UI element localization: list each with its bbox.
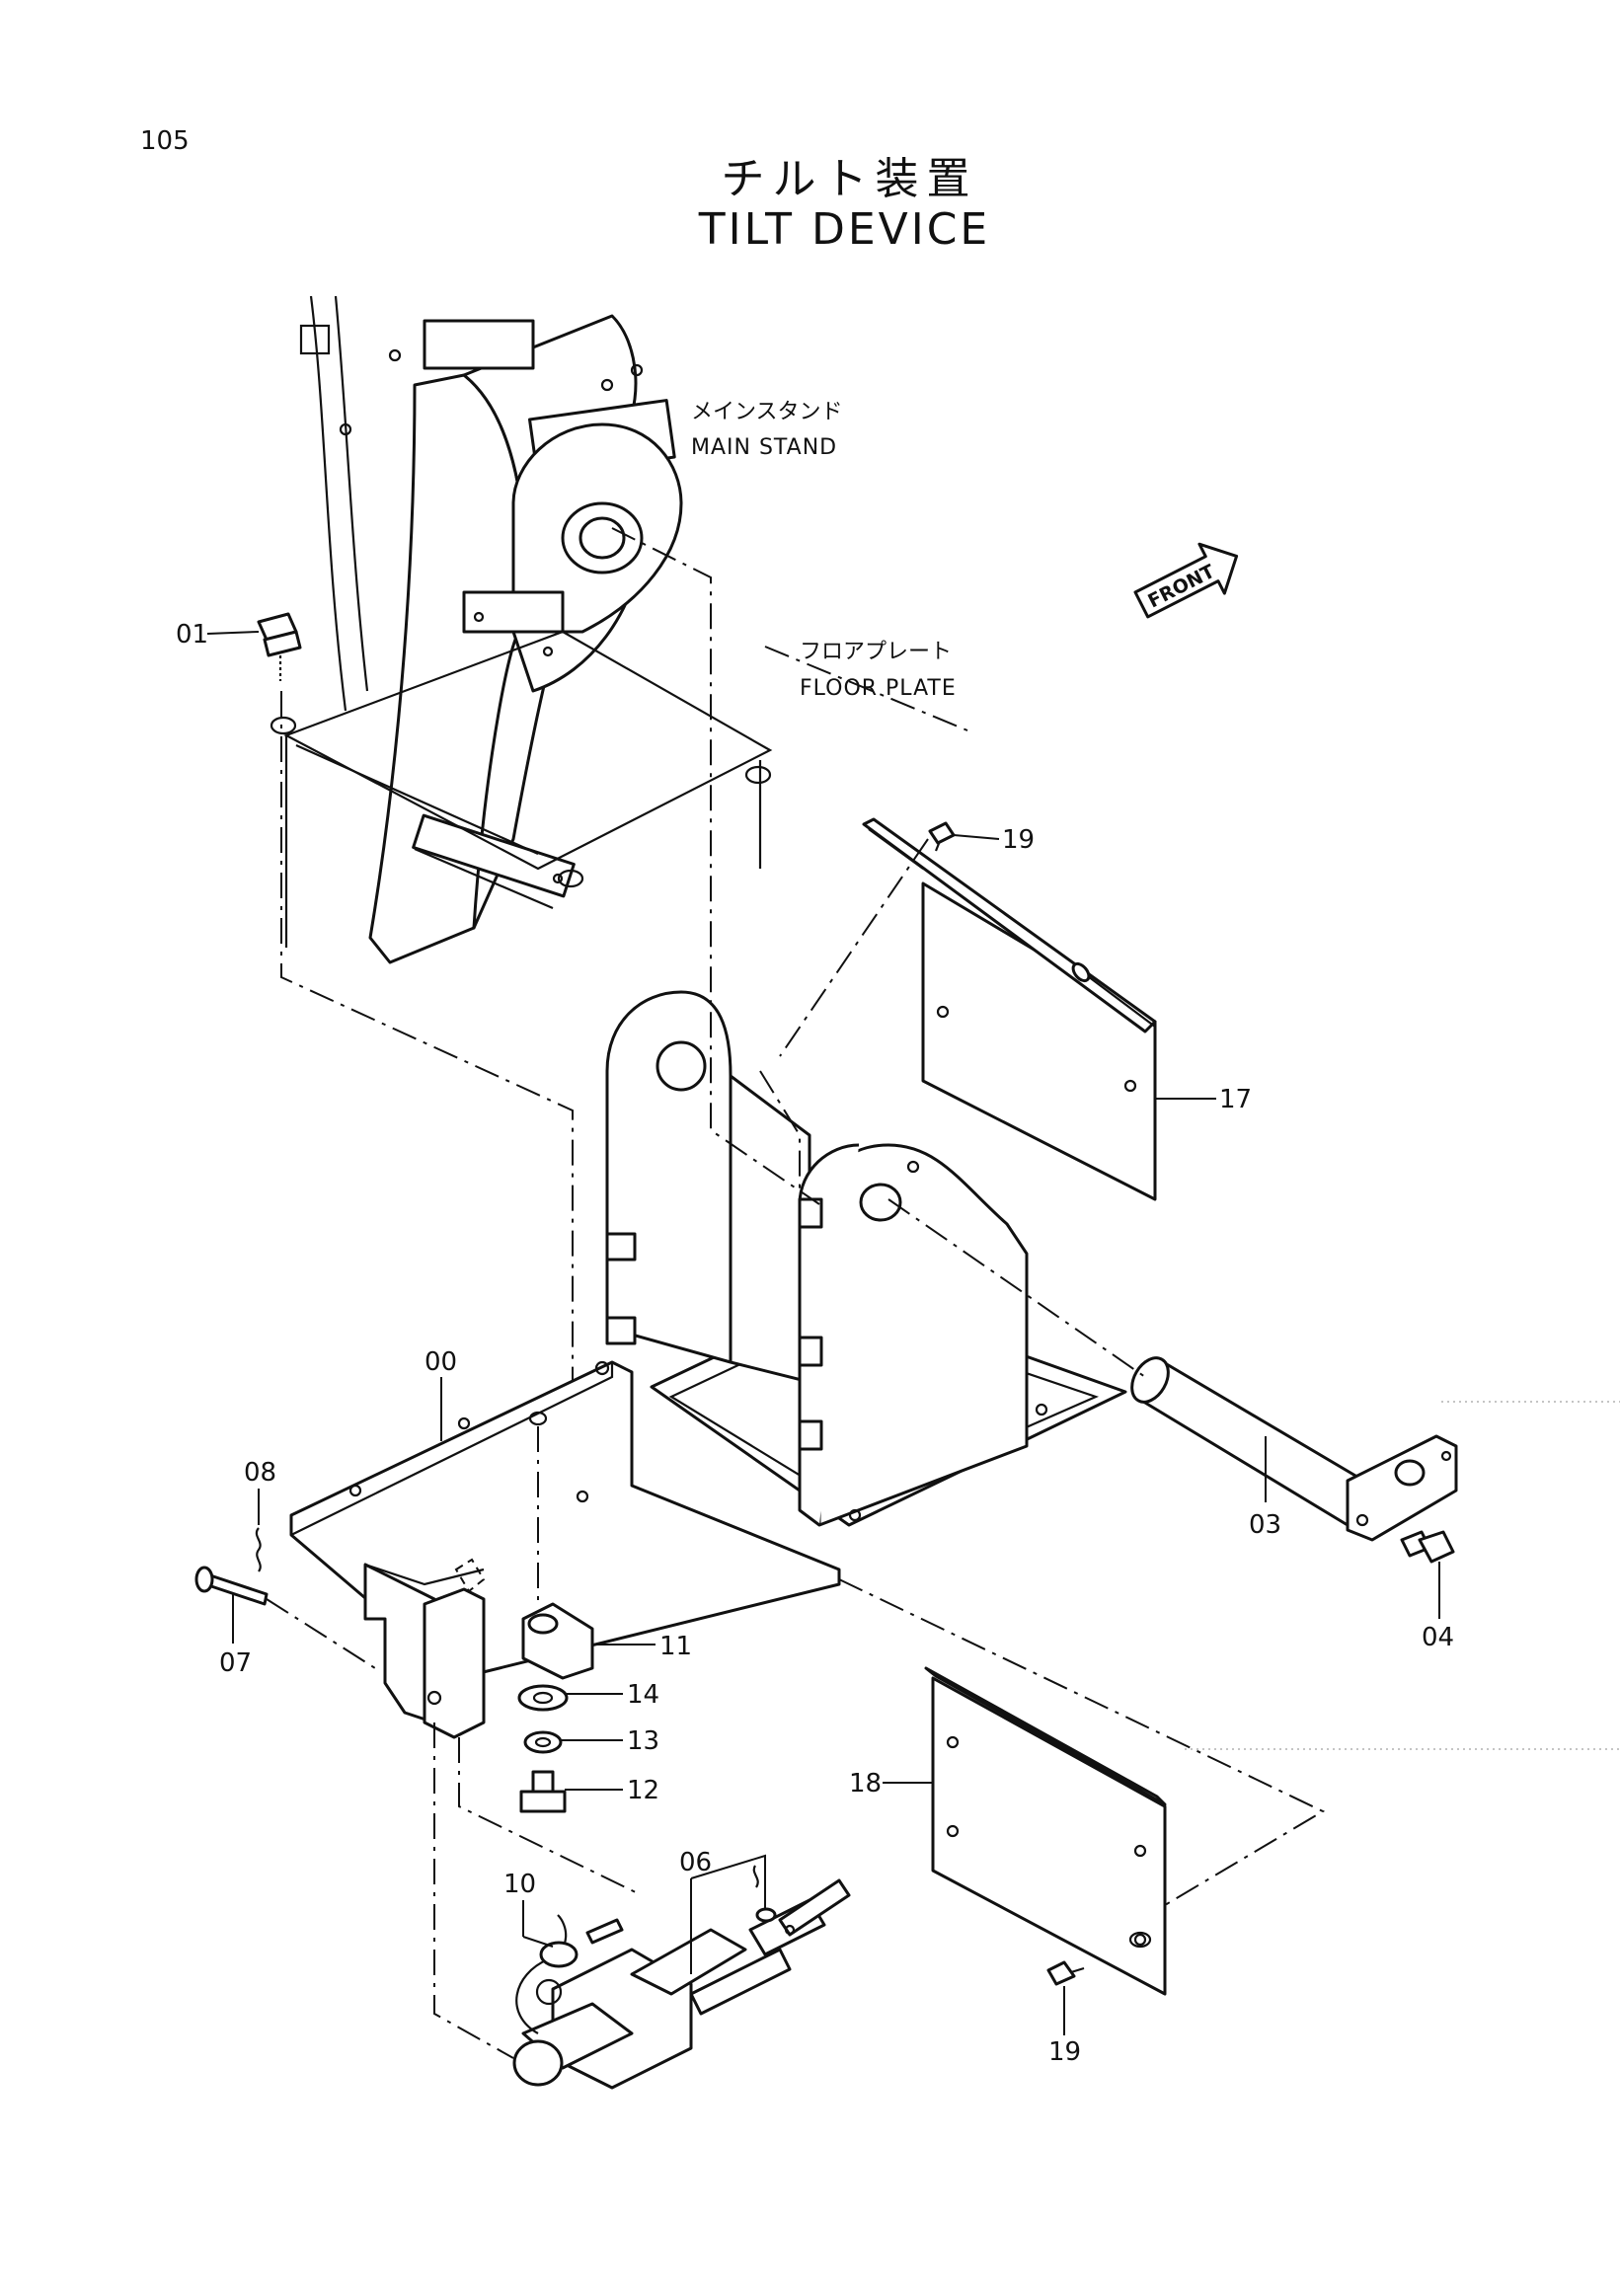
callout-18: 18 [849, 1769, 933, 1799]
callout-label: 14 [627, 1680, 659, 1710]
callout-06: 06 [679, 1848, 766, 1974]
callout-label: 03 [1249, 1510, 1281, 1540]
actuator-06 [512, 1878, 851, 2090]
page-number: 105 [140, 126, 190, 156]
floor-plate-label-en: FLOOR PLATE [800, 676, 957, 701]
callout-12: 12 [565, 1776, 659, 1805]
callout-07: 07 [219, 1594, 252, 1678]
washer-13 [523, 1730, 563, 1754]
floor-plate [270, 630, 773, 948]
callout-label: 17 [1219, 1085, 1252, 1114]
callout-11: 11 [592, 1632, 692, 1661]
front-arrow: FRONT [1133, 542, 1239, 619]
cable-10 [515, 1914, 624, 2034]
callout-19-top: 19 [953, 825, 1035, 855]
clip-08 [255, 1527, 262, 1572]
callout-04: 04 [1422, 1562, 1454, 1652]
bolt-04 [1400, 1530, 1455, 1564]
bolt-01 [257, 612, 302, 681]
bolt-12 [519, 1770, 567, 1813]
callout-label: 19 [1002, 825, 1035, 855]
title-english: TILT DEVICE [698, 204, 991, 255]
cover-18 [924, 1666, 1167, 1996]
callout-14: 14 [567, 1680, 659, 1710]
floor-plate-label-jp: フロアプレート [800, 640, 952, 664]
assembly-center-lines [266, 527, 1326, 2059]
cover-17 [862, 817, 1157, 1201]
screw-19-bottom [1046, 1960, 1085, 1986]
callout-label: 18 [849, 1769, 882, 1799]
callout-03: 03 [1249, 1436, 1281, 1540]
main-stand-label-jp: メインスタンド [691, 400, 843, 424]
callout-label: 10 [503, 1870, 536, 1899]
callout-label: 06 [679, 1848, 712, 1877]
base-assembly [289, 990, 1127, 1739]
callout-label: 12 [627, 1776, 659, 1805]
clamp-11 [521, 1602, 594, 1680]
callout-08: 08 [244, 1458, 276, 1525]
screw-19-top [928, 821, 956, 852]
callout-label: 13 [627, 1726, 659, 1756]
callout-01: 01 [176, 620, 260, 650]
callout-label: 07 [219, 1648, 252, 1678]
callout-label: 01 [176, 620, 208, 650]
callout-17: 17 [1155, 1085, 1252, 1114]
callout-label: 08 [244, 1458, 276, 1488]
main-stand [299, 295, 683, 964]
callout-label: 00 [424, 1347, 457, 1377]
callout-10: 10 [503, 1870, 554, 1948]
callout-00: 00 [424, 1347, 457, 1441]
washer-14 [517, 1684, 569, 1712]
callout-13: 13 [561, 1726, 659, 1756]
title-japanese: チルト装置 [721, 154, 978, 204]
main-stand-label-en: MAIN STAND [691, 435, 837, 460]
callout-label: 19 [1048, 2037, 1081, 2067]
pin-07 [194, 1566, 269, 1606]
callout-19-bottom: 19 [1048, 1986, 1081, 2067]
pin-03 [1130, 1356, 1458, 1542]
callout-label: 04 [1422, 1623, 1454, 1652]
callout-label: 11 [659, 1632, 692, 1661]
